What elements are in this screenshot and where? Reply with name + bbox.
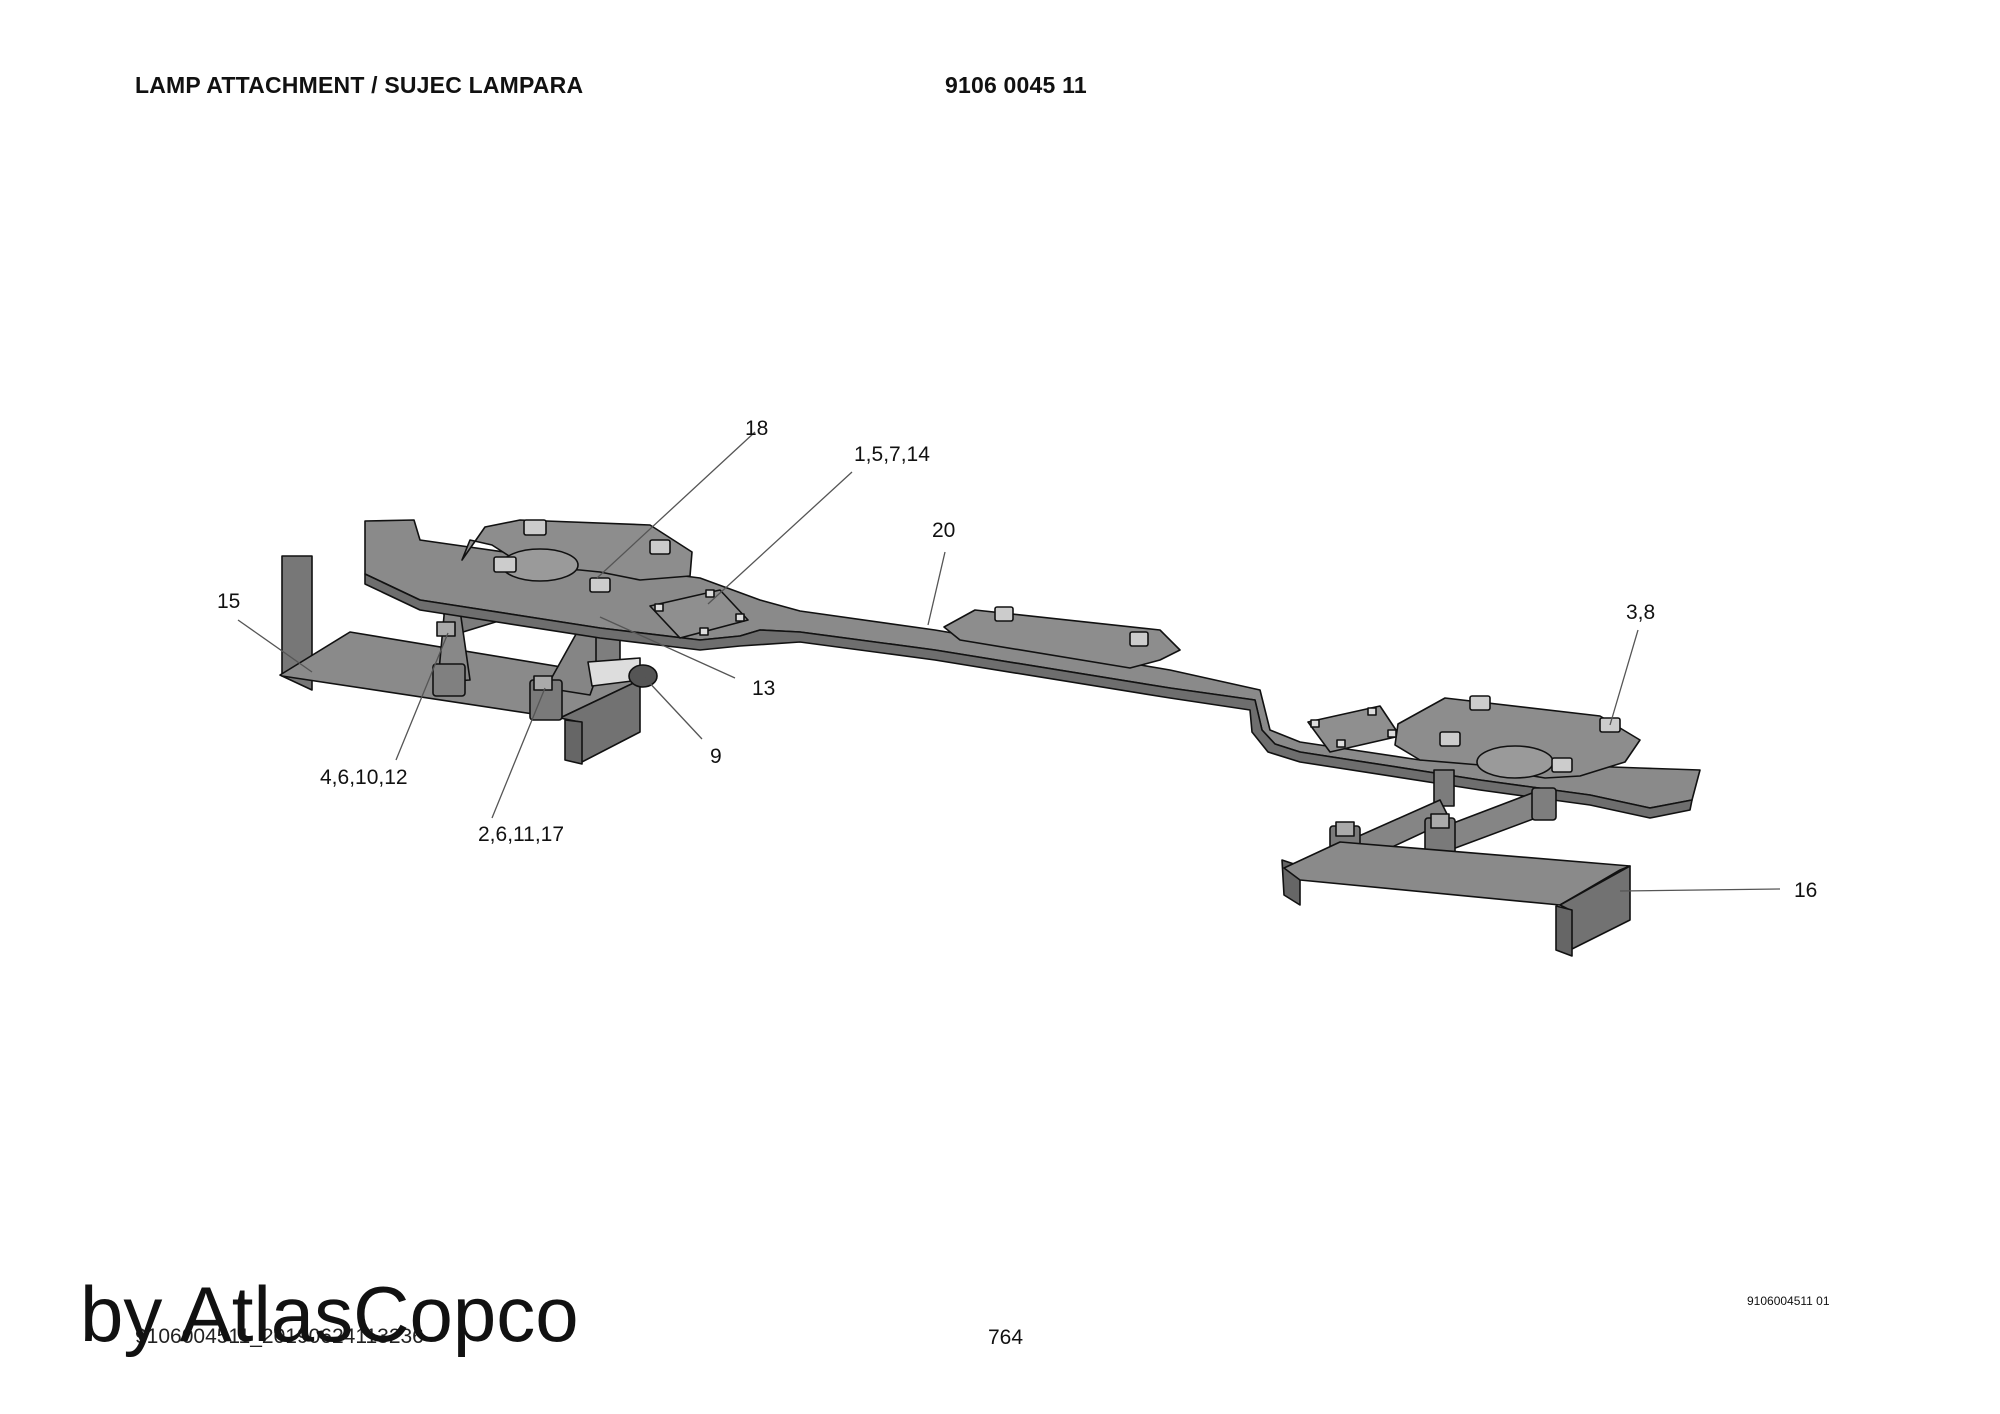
left-clamp-plate (461, 519, 693, 593)
callout-16: 16 (1794, 879, 1818, 902)
leader-4-6-10-12 (395, 632, 449, 761)
callout-9: 9 (710, 745, 722, 768)
leader-lines (237, 431, 1781, 892)
atlascopco-watermark: by AtlasCopco (80, 1270, 579, 1358)
callout-3-8: 3,8 (1626, 601, 1656, 624)
drawing-id: 9106004511 01 (1747, 1294, 1830, 1308)
callout-20: 20 (932, 519, 956, 542)
leader-9 (644, 677, 703, 740)
leader-13 (599, 616, 736, 679)
callout-15: 15 (217, 590, 241, 613)
part-number: 9106 0045 11 (945, 72, 1087, 98)
middle-plate (943, 606, 1181, 669)
document-reference: 9106004511_20190624113236 (135, 1325, 424, 1348)
page-title: LAMP ATTACHMENT / SUJEC LAMPARA (135, 72, 584, 98)
callout-4-6-10-12: 4,6,10,12 (320, 766, 408, 789)
main-rail (364, 519, 1701, 819)
leader-20 (927, 551, 946, 626)
page-number: 764 (988, 1326, 1024, 1349)
right-bracket-plate (1281, 841, 1631, 957)
callout-18: 18 (745, 417, 769, 440)
leader-2-6-11-17 (491, 687, 546, 819)
leader-1-5-7-14 (707, 471, 853, 605)
callout-1-5-7-14: 1,5,7,14 (854, 443, 930, 466)
leader-3-8 (1609, 629, 1639, 726)
leader-16 (1619, 888, 1781, 892)
right-clamp-plate (1394, 695, 1641, 779)
leader-18 (596, 431, 756, 579)
callout-2-6-11-17: 2,6,11,17 (478, 823, 565, 846)
left-square-plate (649, 589, 749, 639)
callout-13: 13 (752, 677, 776, 700)
leader-15 (237, 619, 313, 673)
